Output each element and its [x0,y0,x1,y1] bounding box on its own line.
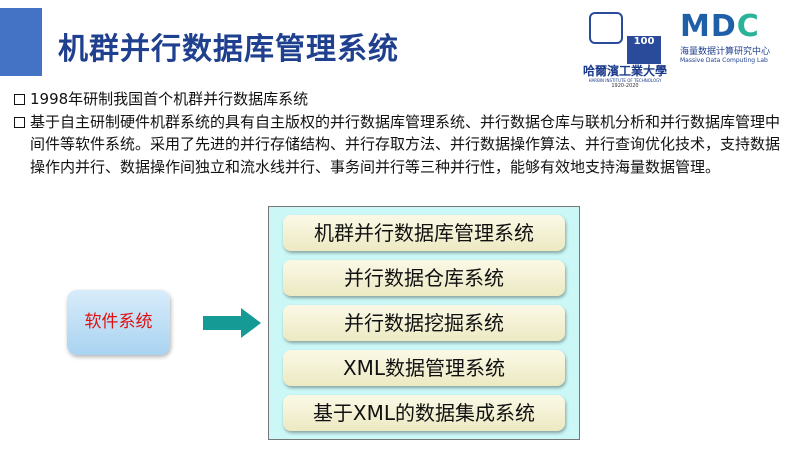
bullet-item: 基于自主研制硬件机群系统的具有自主版权的并行数据库管理系统、并行数据仓库与联机分… [14,111,784,179]
mdc-name-en: Massive Data Computing Lab [680,57,768,64]
square-bullet-icon [14,94,25,105]
system-item: 基于XML的数据集成系统 [283,395,565,431]
square-bullet-icon [14,116,25,128]
system-item: XML数据管理系统 [283,350,565,386]
right-arrow-icon [203,308,261,338]
mdc-logo: MDC 海量数据计算研究中心 Massive Data Computing La… [680,9,771,65]
hit-years: 1920-2020 [611,83,639,89]
bullet-text: 基于自主研制硬件机群系统的具有自主版权的并行数据库管理系统、并行数据仓库与联机分… [30,112,781,176]
logos: 100 哈爾濱工業大學 HARBIN INSTITUTE OF TECHNOLO… [580,8,795,90]
systems-panel: 机群并行数据库管理系统 并行数据仓库系统 并行数据挖掘系统 XML数据管理系统 … [268,206,580,440]
software-system-box: 软件系统 [67,290,170,355]
centennial-badge: 100 [627,36,661,64]
system-item: 并行数据仓库系统 [283,260,565,296]
hit-name-cn: 哈爾濱工業大學 [582,64,667,78]
system-item: 机群并行数据库管理系统 [283,215,565,251]
bullet-list: 1998年研制我国首个机群并行数据库系统 基于自主研制硬件机群系统的具有自主版权… [14,88,784,178]
hit-emblem-icon [589,12,623,44]
mdc-logo-text: MDC [680,9,760,44]
bullet-item: 1998年研制我国首个机群并行数据库系统 [14,88,784,111]
title-accent-bar [0,8,42,76]
system-item: 并行数据挖掘系统 [283,305,565,341]
mdc-name-cn: 海量数据计算研究中心 [680,47,771,57]
bullet-text: 1998年研制我国首个机群并行数据库系统 [30,90,309,108]
hit-name-en: HARBIN INSTITUTE OF TECHNOLOGY [588,78,662,83]
hit-logo: 100 哈爾濱工業大學 HARBIN INSTITUTE OF TECHNOLO… [580,8,670,89]
page-title: 机群并行数据库管理系统 [58,32,399,67]
